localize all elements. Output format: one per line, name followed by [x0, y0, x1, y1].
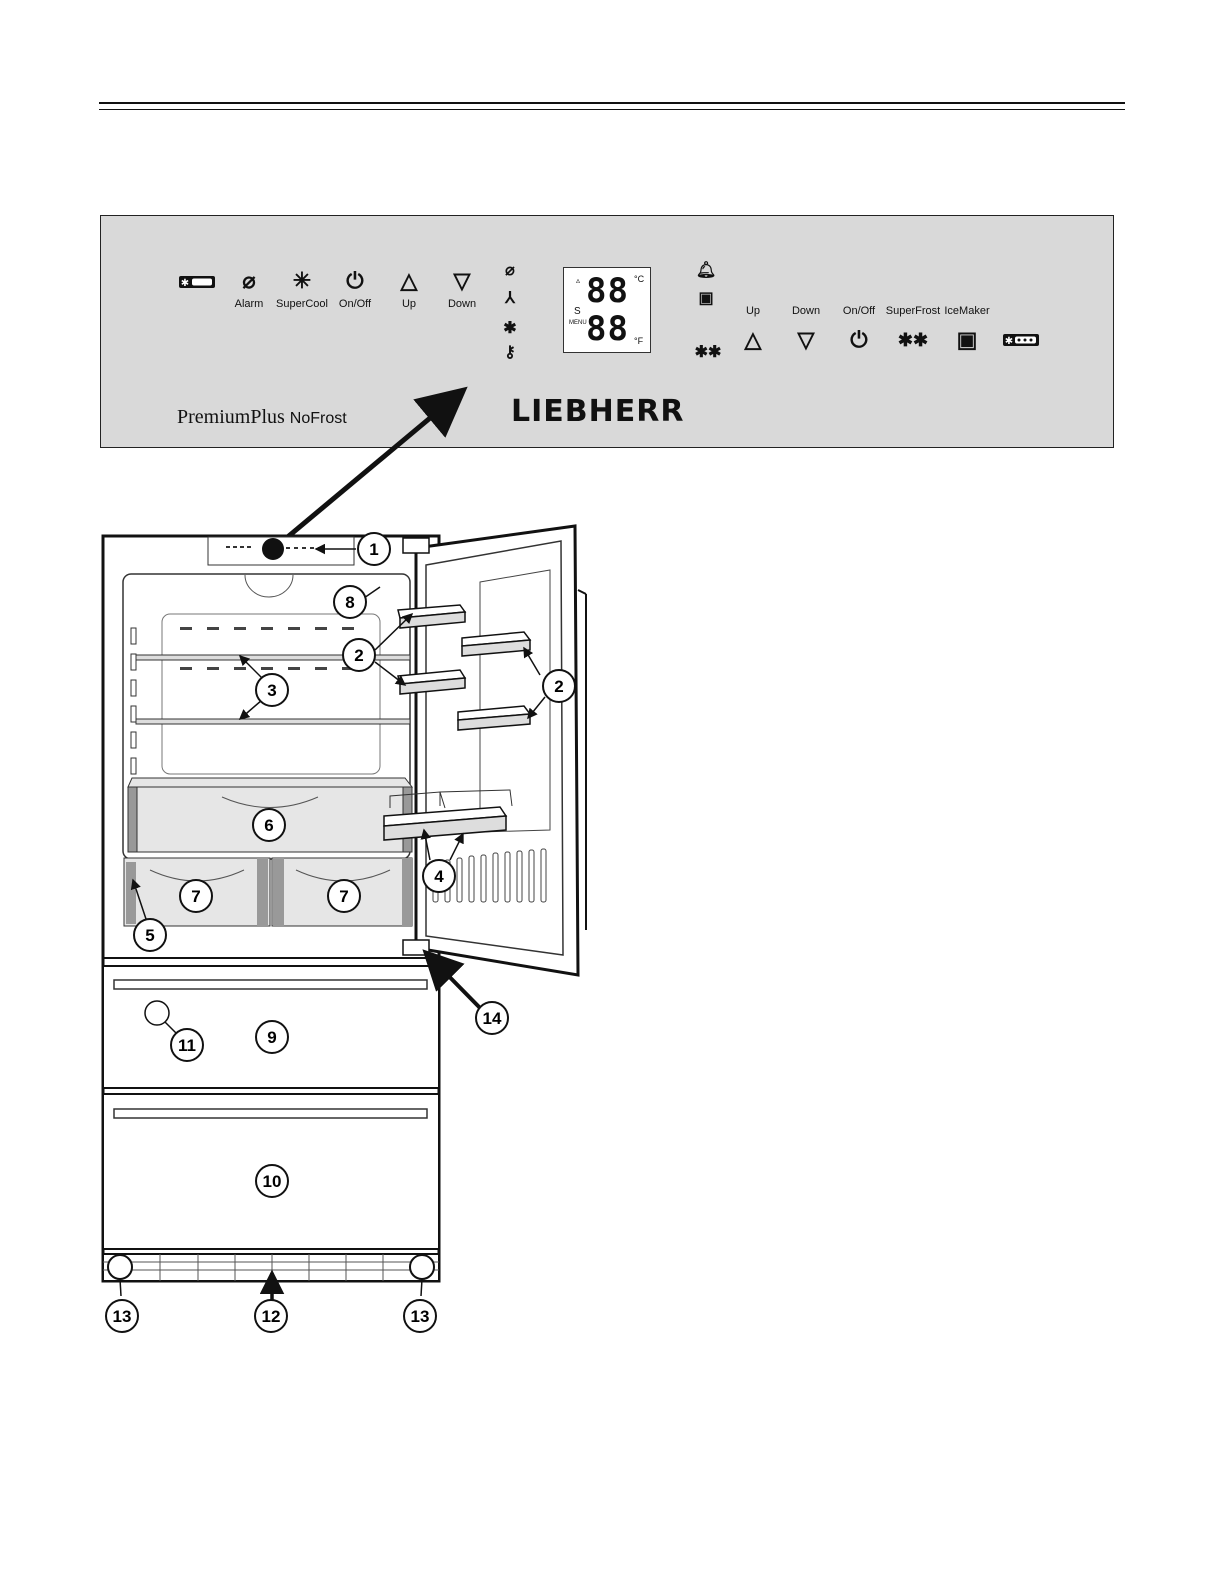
svg-text:13: 13 [411, 1307, 430, 1326]
callout-1: 1 [358, 533, 390, 565]
svg-text:12: 12 [262, 1307, 281, 1326]
panel-pointer-dot [262, 538, 284, 560]
crisper-right-side-b [402, 858, 412, 926]
svg-text:1: 1 [369, 540, 378, 559]
crisper-right-side-a [273, 858, 284, 926]
storage-drawer-side-left [128, 787, 137, 852]
freezer-drawer-upper-handle [114, 980, 427, 989]
svg-text:5: 5 [145, 926, 154, 945]
callout-7-left: 7 [180, 880, 212, 912]
callout-13-left: 13 [106, 1300, 138, 1332]
callout-2-top: 2 [343, 639, 375, 671]
crisper-cover-shelf [128, 778, 412, 787]
callout-3: 3 [256, 674, 288, 706]
callout-13-leader-left [120, 1279, 121, 1296]
svg-text:10: 10 [263, 1172, 282, 1191]
crisper-left-side-a [126, 862, 136, 924]
callout-9: 9 [256, 1021, 288, 1053]
panel-pointer-arrow [278, 393, 460, 545]
freezer-drawer-lower-handle [114, 1109, 427, 1118]
svg-text:9: 9 [267, 1028, 276, 1047]
svg-text:2: 2 [354, 646, 363, 665]
callout-13-right: 13 [404, 1300, 436, 1332]
door-hinge-bottom [403, 940, 429, 955]
leveling-foot-left [108, 1255, 132, 1279]
callout-14: 14 [476, 1002, 508, 1034]
svg-text:14: 14 [483, 1009, 502, 1028]
svg-text:3: 3 [267, 681, 276, 700]
callout-8: 8 [334, 586, 366, 618]
svg-text:6: 6 [264, 816, 273, 835]
svg-text:4: 4 [434, 867, 444, 886]
door-hinge-top [403, 538, 429, 553]
icemaker-status-light [145, 1001, 169, 1025]
callout-4: 4 [423, 860, 455, 892]
svg-text:2: 2 [554, 677, 563, 696]
leveling-foot-right [410, 1255, 434, 1279]
callout-10: 10 [256, 1165, 288, 1197]
svg-text:13: 13 [113, 1307, 132, 1326]
svg-text:7: 7 [339, 887, 348, 906]
glass-shelf-lower [136, 719, 410, 724]
callout-6: 6 [253, 809, 285, 841]
callout-13-leader-right [421, 1279, 422, 1296]
crisper-left-side-b [257, 858, 268, 926]
fridge-door [416, 526, 578, 975]
callout-7-right: 7 [328, 880, 360, 912]
callout-5: 5 [134, 919, 166, 951]
svg-text:8: 8 [345, 593, 354, 612]
svg-text:7: 7 [191, 887, 200, 906]
svg-text:11: 11 [178, 1036, 196, 1055]
door-edge [578, 590, 586, 594]
callout-2-door: 2 [543, 670, 575, 702]
callout-12: 12 [255, 1300, 287, 1332]
callout-11: 11 [171, 1029, 203, 1061]
